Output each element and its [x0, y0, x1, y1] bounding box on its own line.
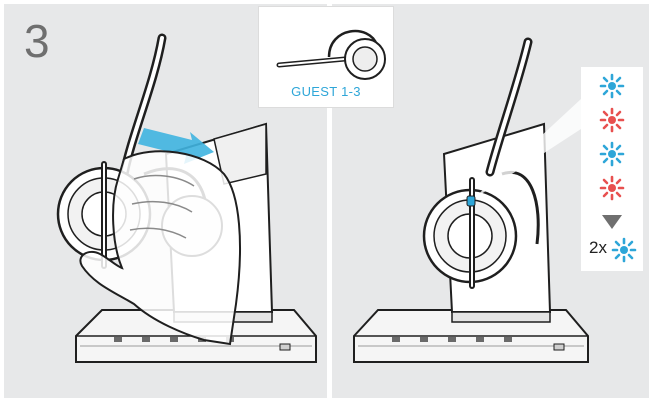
led-blink-icon [607, 235, 643, 265]
arrow-down-icon [581, 207, 643, 237]
led-sequence: 2x [581, 67, 643, 271]
sequence-arrow [581, 207, 643, 237]
led-blink-icon [581, 173, 643, 203]
headset-icon [259, 7, 395, 87]
led-step-red [581, 105, 643, 135]
led-step-blue [581, 71, 643, 101]
led-blink-icon [581, 139, 643, 169]
led-step-blue [581, 139, 643, 169]
led-step-final-blue [607, 235, 643, 265]
led-step-red [581, 173, 643, 203]
step-number: 3 [24, 18, 50, 64]
led-blink-icon [581, 105, 643, 135]
guest-label: GUEST 1-3 [259, 84, 393, 99]
guest-callout: GUEST 1-3 [258, 6, 394, 108]
led-blink-icon [581, 71, 643, 101]
blink-count-label: 2x [589, 238, 607, 258]
